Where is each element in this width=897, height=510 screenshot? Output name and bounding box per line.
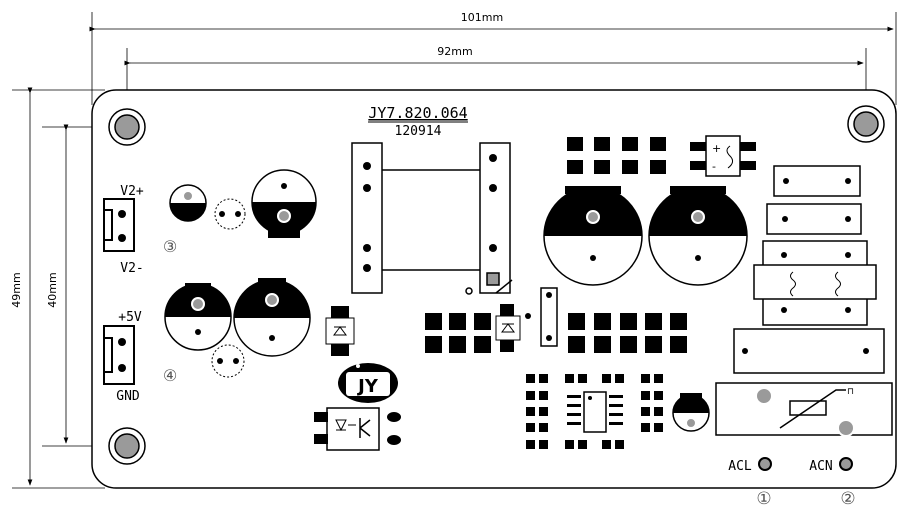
capacitor-electrolytic-3 bbox=[233, 278, 311, 357]
index-3: ③ bbox=[163, 237, 177, 256]
capacitor-small-2 bbox=[211, 344, 245, 378]
transistor-q1 bbox=[169, 184, 207, 222]
index-4: ④ bbox=[163, 366, 177, 385]
index-1: ① bbox=[756, 489, 771, 509]
label-v2-plus: V2+ bbox=[120, 184, 144, 199]
dim-top-overall: 101mm bbox=[461, 11, 503, 24]
capacitor-electrolytic-large-1 bbox=[543, 186, 643, 286]
svg-text:+: + bbox=[712, 142, 721, 155]
diode-d1 bbox=[325, 306, 355, 356]
dimension-lines bbox=[12, 12, 897, 489]
index-2: ② bbox=[840, 489, 855, 509]
resistor-r2 bbox=[766, 203, 862, 235]
label-acl: ACL bbox=[728, 459, 752, 474]
connector-v2 bbox=[103, 198, 135, 252]
transformer bbox=[351, 142, 513, 295]
mounting-hole-top-left bbox=[108, 108, 146, 146]
dim-left-hole: 40mm bbox=[46, 272, 59, 307]
label-acn: ACN bbox=[809, 459, 832, 474]
mounting-hole-top-right bbox=[847, 105, 885, 143]
dim-left-overall: 49mm bbox=[10, 272, 23, 307]
svg-text:-: - bbox=[712, 160, 716, 173]
smd-pads-row-left bbox=[425, 304, 521, 353]
part-number: JY7.820.064 bbox=[368, 104, 467, 122]
resistor-vertical bbox=[525, 287, 558, 347]
varistor: ⊓ bbox=[715, 382, 893, 437]
smd-pad-grid bbox=[526, 374, 663, 449]
label-gnd: GND bbox=[116, 389, 140, 404]
bridge-rectifier: + - bbox=[690, 135, 756, 177]
connector-5v bbox=[103, 325, 135, 385]
svg-text:⊓: ⊓ bbox=[847, 387, 854, 397]
logo-text: JY bbox=[356, 376, 379, 397]
transistor-q2 bbox=[672, 393, 710, 432]
mounting-holes bbox=[108, 105, 885, 465]
x-capacitor bbox=[733, 328, 885, 374]
optocoupler bbox=[314, 407, 401, 451]
label-v2-minus: V2- bbox=[120, 261, 143, 276]
capacitor-small-1 bbox=[214, 198, 246, 230]
smd-pads-row-right bbox=[568, 313, 687, 353]
capacitor-electrolytic-2 bbox=[164, 283, 232, 351]
date-code: 120914 bbox=[395, 124, 442, 139]
ic-u1 bbox=[567, 391, 623, 433]
capacitor-electrolytic-large-2 bbox=[648, 186, 748, 286]
capacitor-electrolytic-1 bbox=[251, 169, 317, 238]
pad-acn bbox=[839, 457, 853, 471]
label-5v: +5V bbox=[118, 310, 142, 325]
mounting-hole-bottom-left bbox=[108, 427, 146, 465]
resistor-r1 bbox=[773, 165, 861, 197]
smd-pads-top bbox=[567, 137, 666, 174]
pad-acl bbox=[758, 457, 772, 471]
dim-top-hole: 92mm bbox=[437, 45, 472, 58]
common-mode-choke bbox=[753, 240, 877, 326]
jy-logo: JY bbox=[338, 363, 398, 403]
